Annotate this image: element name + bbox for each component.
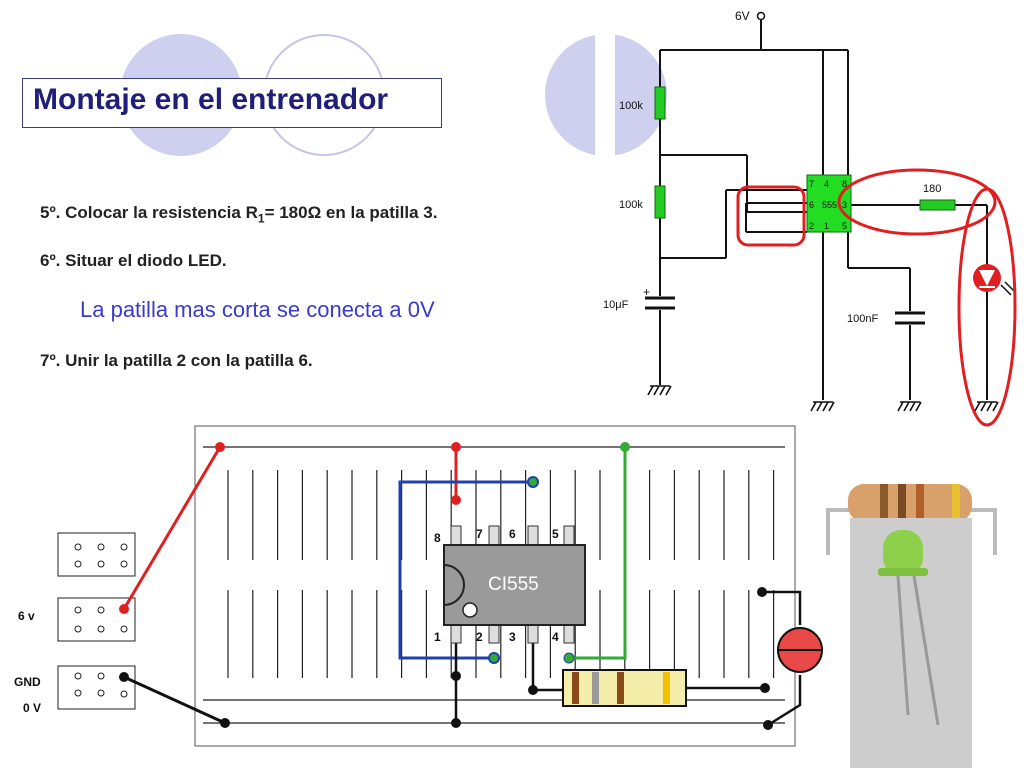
resistor-180 xyxy=(562,669,687,707)
step-7: 7º. Unir la patilla 2 con la patilla 6. xyxy=(40,351,313,370)
bb-pin-1: 1 xyxy=(434,630,441,644)
bb-pin-8: 8 xyxy=(434,531,441,545)
bb-pin-3: 3 xyxy=(509,630,516,644)
step-5: 5º. Colocar la resistencia R1= 180Ω en l… xyxy=(40,203,437,225)
schematic-cap-plus: + xyxy=(643,285,650,299)
chip-pin-7: 7 xyxy=(809,179,814,189)
chip-pin-8: 8 xyxy=(842,179,847,189)
step-5-prefix: 5º. Colocar la resistencia R xyxy=(40,203,258,222)
terminal-block-top xyxy=(57,532,136,577)
led-note: La patilla mas corta se conecta a 0V xyxy=(80,297,435,322)
schematic-r-top-label: 100k xyxy=(619,100,643,112)
wire-gnd-to-rail xyxy=(123,675,226,725)
circuit-schematic: 6V 100k 100k 10μF + 100nF 180 7 4 8 6 55… xyxy=(595,9,1017,427)
component-photo xyxy=(826,484,997,768)
schematic-cap-timing-label: 10μF xyxy=(603,299,629,311)
step-5-suffix: = 180Ω en la patilla 3. xyxy=(264,203,438,222)
bb-pin-2: 2 xyxy=(476,630,483,644)
schematic-r-mid-label: 100k xyxy=(619,199,643,211)
label-6v: 6 v xyxy=(18,609,35,623)
wire-dots xyxy=(215,442,773,730)
chip-pin-1: 1 xyxy=(824,221,829,231)
chip-pin-3: 3 xyxy=(842,200,847,210)
bb-pin-7: 7 xyxy=(476,527,483,541)
step-6: 6º. Situar el diodo LED. xyxy=(40,251,227,270)
wire-pin3-to-resistor xyxy=(569,447,627,660)
label-0v: 0 V xyxy=(23,701,41,715)
ci555-chip: CI555 xyxy=(443,525,586,644)
wire-6v-to-rail xyxy=(122,446,222,610)
wire-pin2-to-pin6 xyxy=(398,480,533,660)
page-title: Montaje en el entrenador xyxy=(33,83,389,116)
chip-pin-2: 2 xyxy=(809,221,814,231)
schematic-cap-ctrl-label: 100nF xyxy=(847,313,878,325)
chip-pin-4: 4 xyxy=(824,179,829,189)
schematic-r-out-label: 180 xyxy=(923,183,941,195)
chip-pin-6: 6 xyxy=(809,200,814,210)
bb-pin-6: 6 xyxy=(509,527,516,541)
chip-pin-5: 5 xyxy=(842,221,847,231)
step-5-subscript: 1 xyxy=(257,211,265,226)
ci555-label: CI555 xyxy=(488,574,539,595)
chip-label: 555 xyxy=(822,200,837,210)
label-gnd: GND xyxy=(14,675,41,689)
breadboard-diagram: 6 v GND 0 V CI555 xyxy=(14,425,823,747)
bb-pin-5: 5 xyxy=(552,527,559,541)
title-box: Montaje en el entrenador xyxy=(22,78,442,128)
terminal-block-6v xyxy=(57,597,136,642)
bb-pin-4: 4 xyxy=(552,630,559,644)
led-symbol xyxy=(777,627,823,673)
terminal-block-gnd xyxy=(57,665,136,710)
schematic-6v-label: 6V xyxy=(735,9,750,23)
